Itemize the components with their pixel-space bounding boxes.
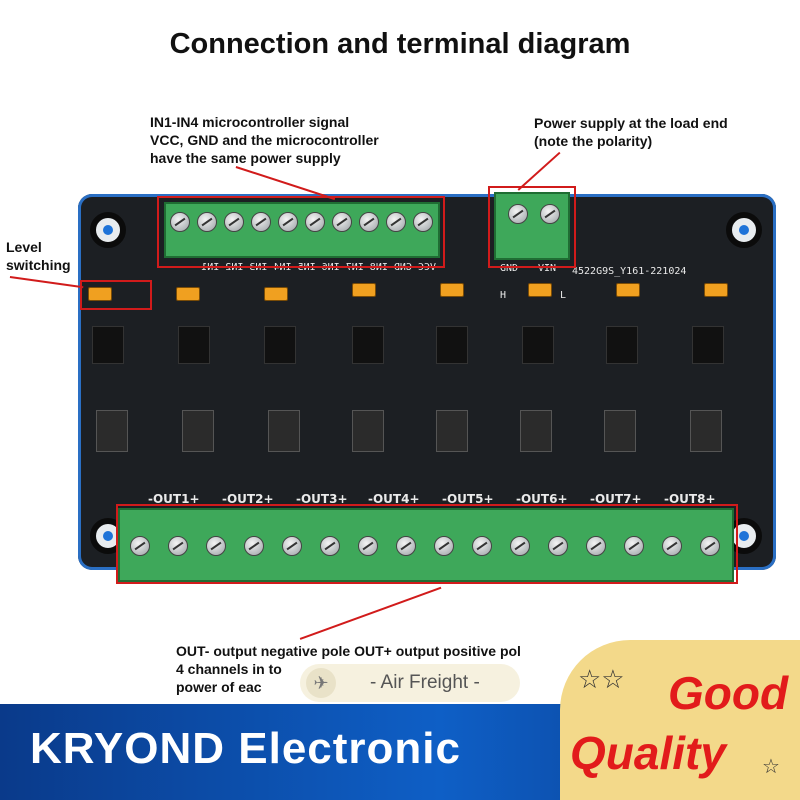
output-terminal-highlight: [116, 504, 738, 584]
shipping-badge-text: - Air Freight -: [370, 672, 480, 693]
output-screw: [662, 536, 682, 556]
level-jumper-7[interactable]: [616, 283, 640, 297]
input-screw: [305, 212, 325, 232]
output-screw: [168, 536, 188, 556]
power-note-line-1: Power supply at the load end: [534, 115, 728, 131]
output-screw: [624, 536, 644, 556]
jumper-label-l: L: [560, 290, 567, 301]
output-label-5: -OUT5+: [442, 492, 494, 506]
output-label-3: -OUT3+: [296, 492, 348, 506]
mosfet-6: [520, 410, 552, 452]
quality-badge-line-1: Good: [668, 667, 789, 719]
mounting-hole-top-left: [90, 212, 126, 248]
input-screw: [224, 212, 244, 232]
power-terminal-label-gnd: GND: [500, 263, 519, 274]
power-note-line-2: (note the polarity): [534, 133, 653, 149]
star-icons: ☆☆: [578, 664, 625, 694]
power-terminal-block: [494, 192, 570, 260]
page-title: Connection and terminal diagram: [169, 28, 631, 60]
output-screw: [130, 536, 150, 556]
input-screw: [197, 212, 217, 232]
output-screw: [206, 536, 226, 556]
optocoupler-6: [522, 326, 554, 364]
output-note: OUT- output negative pole OUT+ output po…: [176, 642, 521, 696]
output-screw: [510, 536, 530, 556]
output-note-line-2: 4 channels in to: [176, 661, 282, 677]
level-jumper-8[interactable]: [704, 283, 728, 297]
mosfet-2: [182, 410, 214, 452]
level-jumper-2[interactable]: [176, 287, 200, 301]
level-jumper-3[interactable]: [264, 287, 288, 301]
output-screw: [282, 536, 302, 556]
input-note-line-2: VCC, GND and the microcontroller: [150, 132, 379, 148]
mosfet-7: [604, 410, 636, 452]
level-jumper-6[interactable]: [528, 283, 552, 297]
mosfet-5: [436, 410, 468, 452]
output-note-line-1: OUT- output negative pole OUT+ output po…: [176, 643, 521, 659]
output-label-4: -OUT4+: [368, 492, 420, 506]
power-terminal-highlight: [488, 186, 576, 268]
output-screw: [396, 536, 416, 556]
output-screw: [358, 536, 378, 556]
input-note: IN1-IN4 microcontroller signal VCC, GND …: [150, 113, 379, 167]
level-note-line-2: switching: [6, 257, 71, 273]
input-screw: [332, 212, 352, 232]
input-screw: [386, 212, 406, 232]
input-terminal-highlight: [157, 196, 445, 268]
input-screw: [359, 212, 379, 232]
output-screw: [472, 536, 492, 556]
input-note-line-1: IN1-IN4 microcontroller signal: [150, 114, 350, 130]
output-leader-line: [299, 586, 442, 640]
level-jumper-4[interactable]: [352, 283, 376, 297]
input-screw: [413, 212, 433, 232]
output-screw: [434, 536, 454, 556]
output-screw: [586, 536, 606, 556]
output-label-6: -OUT6+: [516, 492, 568, 506]
output-label-7: -OUT7+: [590, 492, 642, 506]
input-screw: [170, 212, 190, 232]
level-jumper-1[interactable]: [88, 287, 112, 301]
output-screw: [700, 536, 720, 556]
power-note: Power supply at the load end (note the p…: [534, 114, 728, 150]
power-screw: [540, 204, 560, 224]
output-screw: [244, 536, 264, 556]
optocoupler-3: [264, 326, 296, 364]
power-leader-line: [517, 152, 561, 191]
level-jumper-5[interactable]: [440, 283, 464, 297]
quality-badge-background: [560, 640, 800, 800]
output-screw: [320, 536, 340, 556]
star-icon-small: ☆: [762, 756, 780, 778]
level-note: Level switching: [6, 238, 71, 274]
airplane-icon: ✈: [306, 668, 336, 698]
optocoupler-7: [606, 326, 638, 364]
output-note-line-3: power of eac: [176, 679, 262, 695]
power-terminal-label-vin: VIN: [538, 263, 557, 274]
output-label-8: -OUT8+: [664, 492, 716, 506]
mosfet-8: [690, 410, 722, 452]
level-note-line-1: Level: [6, 239, 42, 255]
optocoupler-5: [436, 326, 468, 364]
input-screw: [251, 212, 271, 232]
optocoupler-4: [352, 326, 384, 364]
level-leader-line: [9, 276, 84, 288]
optocoupler-2: [178, 326, 210, 364]
output-label-2: -OUT2+: [222, 492, 274, 506]
quality-badge-line-2: Quality: [570, 727, 726, 779]
jumper-label-h: H: [500, 290, 507, 301]
mosfet-4: [352, 410, 384, 452]
shipping-badge: [300, 664, 520, 702]
brand-name: KRYOND Electronic: [30, 724, 462, 773]
input-note-line-3: have the same power supply: [150, 150, 341, 166]
power-screw: [508, 204, 528, 224]
output-screw: [548, 536, 568, 556]
mosfet-1: [96, 410, 128, 452]
input-screw: [278, 212, 298, 232]
mounting-hole-top-right: [726, 212, 762, 248]
level-jumper-highlight: [80, 280, 152, 310]
board-model-text: 4522G9S_Y161-221024: [572, 266, 687, 277]
mosfet-3: [268, 410, 300, 452]
optocoupler-1: [92, 326, 124, 364]
optocoupler-8: [692, 326, 724, 364]
output-label-1: -OUT1+: [148, 492, 200, 506]
